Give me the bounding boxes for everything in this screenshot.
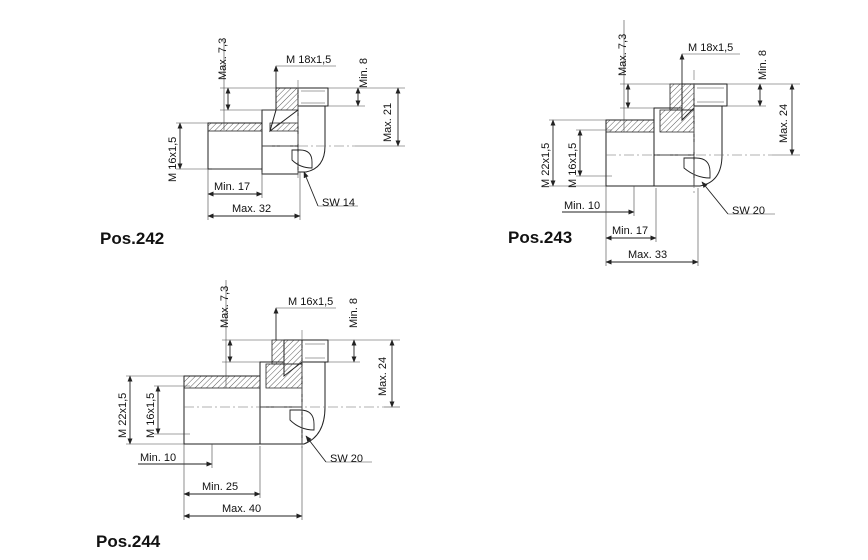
label-thread-top: M 18x1,5 bbox=[688, 42, 733, 54]
figure-pos-242: Max. 7,3 M 18x1,5 Min. 8 Max. 21 M 16x1,… bbox=[167, 38, 405, 220]
label-max-length: Max. 40 bbox=[222, 503, 261, 515]
label-thread-outer: M 22x1,5 bbox=[540, 143, 552, 188]
labels-243: Max. 7,3 M 18x1,5 Min. 8 Max. 24 M 22x1,… bbox=[540, 34, 790, 261]
label-max-length: Max. 32 bbox=[232, 203, 271, 215]
label-max-7-3: Max. 7,3 bbox=[217, 38, 229, 80]
label-min-short: Min. 10 bbox=[564, 200, 600, 212]
label-min-8: Min. 8 bbox=[757, 50, 769, 80]
dimensions-243 bbox=[549, 20, 800, 266]
label-min-8: Min. 8 bbox=[348, 298, 360, 328]
dimensions-242 bbox=[176, 40, 405, 220]
label-max-height: Max. 24 bbox=[377, 357, 389, 396]
label-thread-left: M 16x1,5 bbox=[167, 137, 179, 182]
label-thread-inner: M 16x1,5 bbox=[567, 143, 579, 188]
label-min-short: Min. 10 bbox=[140, 452, 176, 464]
label-wrench-size: SW 20 bbox=[330, 453, 363, 465]
position-label-244: Pos.244 bbox=[96, 532, 161, 551]
label-thread-inner: M 16x1,5 bbox=[145, 393, 157, 438]
label-wrench-size: SW 14 bbox=[322, 197, 355, 209]
label-max-height: Max. 21 bbox=[382, 103, 394, 142]
label-min-length: Min. 17 bbox=[612, 225, 648, 237]
fitting-body-243 bbox=[605, 70, 772, 195]
dimensions-244 bbox=[126, 280, 400, 520]
label-max-7-3: Max. 7,3 bbox=[617, 34, 629, 76]
labels-244: Max. 7,3 M 16x1,5 Min. 8 Max. 24 M 22x1,… bbox=[117, 286, 389, 515]
fitting-body-244 bbox=[183, 330, 384, 450]
label-min-length: Min. 17 bbox=[214, 181, 250, 193]
label-max-length: Max. 33 bbox=[628, 249, 667, 261]
label-max-7-3: Max. 7,3 bbox=[219, 286, 231, 328]
label-min-8: Min. 8 bbox=[358, 58, 370, 88]
label-thread-top: M 18x1,5 bbox=[286, 54, 331, 66]
position-label-243: Pos.243 bbox=[508, 228, 573, 247]
label-wrench-size: SW 20 bbox=[732, 205, 765, 217]
figure-pos-243: Max. 7,3 M 18x1,5 Min. 8 Max. 24 M 22x1,… bbox=[540, 20, 800, 266]
labels-242: Max. 7,3 M 18x1,5 Min. 8 Max. 21 M 16x1,… bbox=[167, 38, 394, 215]
label-max-height: Max. 24 bbox=[778, 104, 790, 143]
label-min-length: Min. 25 bbox=[202, 481, 238, 493]
position-label-242: Pos.242 bbox=[100, 229, 165, 248]
label-thread-top: M 16x1,5 bbox=[288, 296, 333, 308]
label-thread-outer: M 22x1,5 bbox=[117, 393, 129, 438]
figure-pos-244: Max. 7,3 M 16x1,5 Min. 8 Max. 24 M 22x1,… bbox=[117, 280, 400, 520]
fitting-body-242 bbox=[207, 80, 355, 178]
